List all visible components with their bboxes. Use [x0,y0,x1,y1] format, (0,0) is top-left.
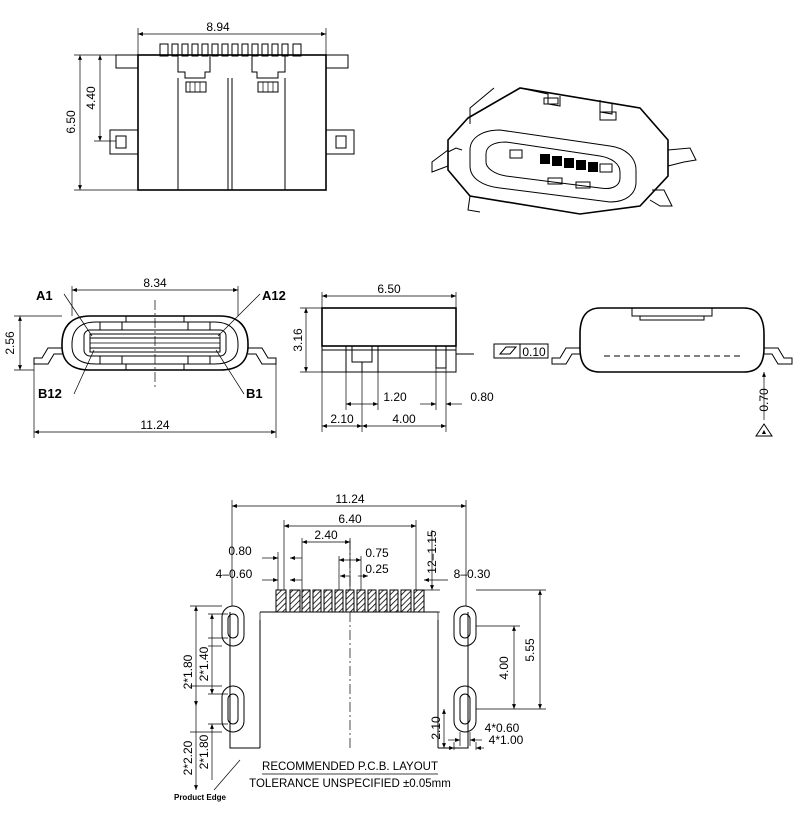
front-inner-width-dim: 8.34 [143,276,167,290]
pcb-left-220: 2*2.20 [181,740,195,775]
side-dim-400: 4.00 [392,412,416,426]
pcb-pad-dim-8: 8–0.30 [454,567,491,581]
side-dim-210: 2.10 [330,412,354,426]
side-height-dim: 3.16 [291,328,305,352]
pcb-pitch-075: 0.75 [365,546,389,560]
pcb-pitch-080: 0.80 [228,544,252,558]
iso-contacts [509,149,613,189]
pcb-note-line2: TOLERANCE UNSPECIFIED ±0.05mm [249,778,451,790]
pcb-left-180b: 2*1.80 [197,734,211,769]
pcb-span-240: 2.40 [314,528,338,542]
pcb-left-180a: 2*1.80 [181,654,195,689]
top-width-dim: 8.94 [206,20,230,34]
flatness-tolerance: 0.10 [522,345,546,359]
top-height-dim: 6.50 [64,110,78,134]
pcb-overall-width: 11.24 [335,492,364,506]
pcb-pad-025: 0.25 [365,562,389,576]
pcb-dim-555: 5.55 [523,638,537,662]
side-dim-080: 0.80 [470,390,494,404]
pin-label-a12: A12 [262,288,286,303]
pcb-slot-w1: 4*0.60 [485,721,520,735]
front-height-dim: 2.56 [3,331,17,355]
pcb-slot-w2: 4*1.00 [489,733,524,747]
pcb-layout: 11.24 6.40 2.40 0.80 0.75 0.25 4–0.60 12… [174,492,546,802]
pcb-span-640: 6.40 [338,512,362,526]
pcb-left-140: 2*1.40 [197,646,211,681]
isometric-view [431,87,697,215]
pin-label-a1: A1 [36,288,53,303]
pcb-dim-400: 4.00 [497,656,511,680]
flatness-view: 0.10 0.70 ▲ [493,307,793,437]
flatness-offset-dim: 0.70 [757,388,771,412]
side-dim-120: 1.20 [383,390,407,404]
product-edge-label: Product Edge [174,793,227,802]
side-view: 6.50 3.16 1.20 0.80 2.10 4.00 [291,282,494,432]
top-inner-height-dim: 4.40 [84,86,98,110]
front-overall-width-dim: 11.24 [140,418,169,432]
pin-label-b1: B1 [246,386,263,401]
pcb-pad-dim-4: 4–0.60 [216,567,253,581]
pin-label-b12: B12 [38,386,62,401]
top-view: 8.94 6.50 4.40 [64,20,355,191]
pcb-signal-pads [275,589,425,613]
front-view: 8.34 2.56 11.24 A1 A12 B12 B1 [3,276,286,438]
pcb-pad-dim-12: 12–1.15 [425,530,439,574]
side-depth-dim: 6.50 [377,282,401,296]
top-view-pins [159,43,302,57]
pcb-note-line1: RECOMMENDED P.C.B. LAYOUT [262,761,438,773]
pcb-dim-210: 2.10 [429,716,443,740]
svg-text:▲: ▲ [761,429,768,436]
